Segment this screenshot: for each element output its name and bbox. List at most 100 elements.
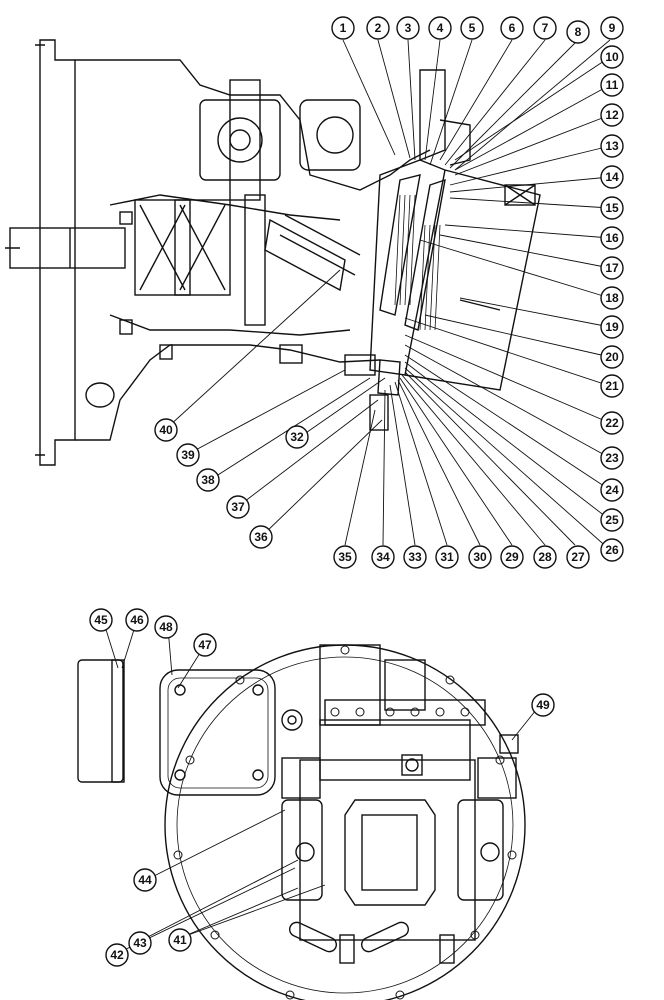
svg-text:10: 10: [605, 50, 619, 64]
callout-19: 19: [600, 315, 624, 339]
svg-text:42: 42: [110, 948, 124, 962]
svg-text:19: 19: [605, 320, 619, 334]
callout-26: 26: [600, 538, 624, 562]
callout-15: 15: [600, 196, 624, 220]
svg-text:21: 21: [605, 379, 619, 393]
svg-text:36: 36: [254, 530, 268, 544]
callout-17: 17: [600, 256, 624, 280]
svg-text:47: 47: [198, 638, 212, 652]
callout-16: 16: [600, 226, 624, 250]
callout-3: 3: [396, 16, 420, 40]
svg-text:29: 29: [505, 550, 519, 564]
callout-13: 13: [600, 134, 624, 158]
lower-end-view: [77, 644, 526, 1000]
svg-text:5: 5: [469, 21, 476, 35]
svg-text:22: 22: [605, 416, 619, 430]
svg-text:9: 9: [609, 21, 616, 35]
svg-text:32: 32: [290, 430, 304, 444]
svg-text:1: 1: [340, 21, 347, 35]
callout-1: 1: [331, 16, 355, 40]
svg-text:34: 34: [376, 550, 390, 564]
svg-text:35: 35: [338, 550, 352, 564]
svg-text:12: 12: [605, 108, 619, 122]
callout-37: 37: [226, 495, 250, 519]
callout-18: 18: [600, 286, 624, 310]
callout-6: 6: [500, 16, 524, 40]
callout-40: 40: [154, 418, 178, 442]
svg-text:48: 48: [159, 620, 173, 634]
svg-text:11: 11: [606, 78, 619, 92]
svg-text:4: 4: [437, 21, 444, 35]
svg-text:41: 41: [173, 933, 187, 947]
svg-text:46: 46: [130, 613, 144, 627]
svg-text:14: 14: [605, 170, 619, 184]
svg-text:49: 49: [536, 698, 550, 712]
svg-text:37: 37: [231, 500, 245, 514]
callout-42: 42: [105, 943, 129, 967]
callout-10: 10: [600, 45, 624, 69]
callout-35: 35: [333, 545, 357, 569]
svg-text:16: 16: [605, 231, 619, 245]
svg-text:3: 3: [405, 21, 412, 35]
callout-30: 30: [468, 545, 492, 569]
svg-text:6: 6: [509, 21, 516, 35]
callout-49: 49: [531, 693, 555, 717]
svg-text:38: 38: [201, 473, 215, 487]
svg-text:39: 39: [181, 448, 195, 462]
callout-39: 39: [176, 443, 200, 467]
svg-text:45: 45: [94, 613, 108, 627]
callout-25: 25: [600, 508, 624, 532]
callout-36: 36: [249, 525, 273, 549]
svg-text:15: 15: [605, 201, 619, 215]
svg-text:26: 26: [605, 543, 619, 557]
svg-text:33: 33: [408, 550, 422, 564]
callout-46: 46: [125, 608, 149, 632]
callout-43: 43: [128, 931, 152, 955]
svg-text:27: 27: [571, 550, 585, 564]
leader-lines: [102, 39, 611, 954]
svg-text:23: 23: [605, 451, 619, 465]
callout-21: 21: [600, 374, 624, 398]
svg-text:7: 7: [542, 21, 549, 35]
svg-text:18: 18: [605, 291, 619, 305]
svg-text:31: 31: [440, 550, 454, 564]
callout-24: 24: [600, 478, 624, 502]
callout-9: 9: [600, 16, 624, 40]
svg-text:25: 25: [605, 513, 619, 527]
callout-4: 4: [428, 16, 452, 40]
callout-28: 28: [533, 545, 557, 569]
svg-text:43: 43: [133, 936, 147, 950]
svg-text:2: 2: [375, 21, 382, 35]
callout-33: 33: [403, 545, 427, 569]
svg-text:28: 28: [538, 550, 552, 564]
callout-12: 12: [600, 103, 624, 127]
svg-text:8: 8: [575, 25, 582, 39]
callout-2: 2: [366, 16, 390, 40]
callout-23: 23: [600, 446, 624, 470]
callout-22: 22: [600, 411, 624, 435]
svg-text:13: 13: [605, 139, 619, 153]
callout-45: 45: [89, 608, 113, 632]
callout-48: 48: [154, 615, 178, 639]
callout-20: 20: [600, 345, 624, 369]
callout-11: 11: [600, 73, 624, 97]
svg-text:20: 20: [605, 350, 619, 364]
svg-text:40: 40: [159, 423, 173, 437]
svg-text:44: 44: [138, 873, 152, 887]
callout-27: 27: [566, 545, 590, 569]
callout-41: 41: [168, 928, 192, 952]
callout-32: 32: [285, 425, 309, 449]
svg-text:17: 17: [605, 261, 619, 275]
callout-bubbles: 1 2 3 4 5 6 7 8 9 10 11 12 13 14 15 16 1…: [89, 16, 624, 967]
svg-text:24: 24: [605, 483, 619, 497]
callout-47: 47: [193, 633, 217, 657]
callout-7: 7: [533, 16, 557, 40]
svg-text:30: 30: [473, 550, 487, 564]
callout-5: 5: [460, 16, 484, 40]
callout-8: 8: [566, 20, 590, 44]
upper-section-view: [5, 39, 541, 466]
callout-31: 31: [435, 545, 459, 569]
callout-29: 29: [500, 545, 524, 569]
callout-44: 44: [133, 868, 157, 892]
